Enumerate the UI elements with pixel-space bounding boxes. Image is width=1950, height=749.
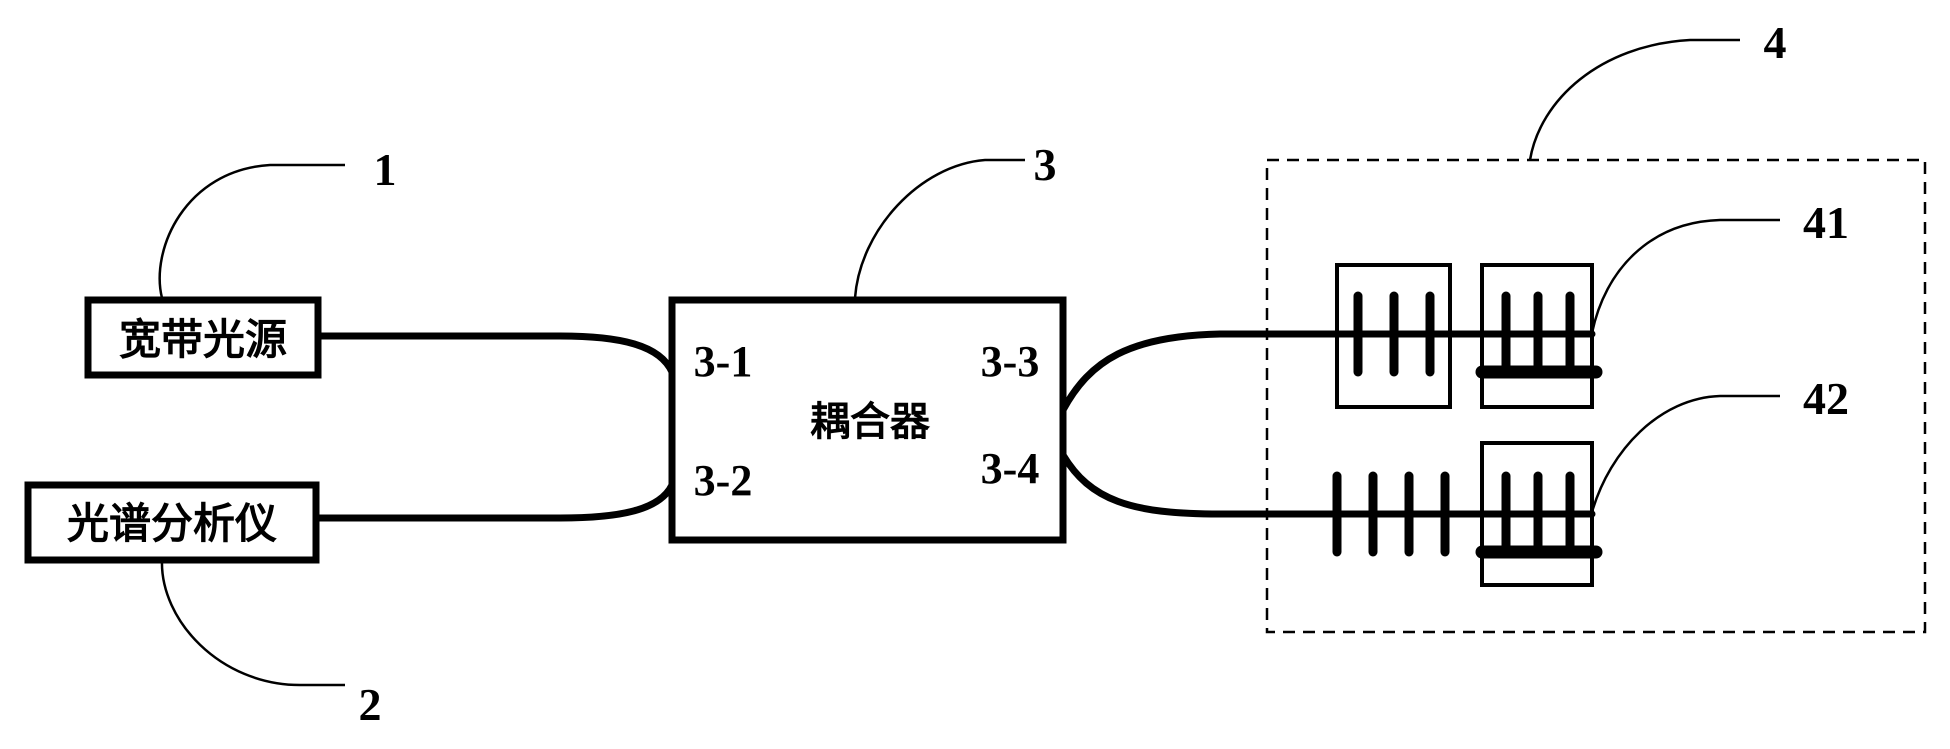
leader-line-41 bbox=[1592, 220, 1780, 333]
leader-line-2 bbox=[162, 560, 345, 685]
fiber-coupler-to-analyzer bbox=[316, 485, 672, 518]
ref-numeral-2: 2 bbox=[359, 679, 382, 730]
leader-line-3 bbox=[855, 160, 1025, 298]
spectrum-analyzer-box: 光谱分析仪 bbox=[28, 485, 316, 560]
coupler-box: 3-1 3-2 3-3 3-4 耦合器 bbox=[672, 300, 1063, 540]
leader-line-42 bbox=[1592, 396, 1780, 512]
ref-numeral-4: 4 bbox=[1764, 17, 1787, 68]
ref-numeral-1: 1 bbox=[374, 144, 397, 195]
spectrum-analyzer-label: 光谱分析仪 bbox=[67, 499, 277, 548]
leader-line-4 bbox=[1530, 40, 1740, 160]
broadband-source-box: 宽带光源 bbox=[88, 300, 318, 375]
broadband-source-label: 宽带光源 bbox=[119, 315, 287, 364]
grating-42-assembly bbox=[1270, 443, 1596, 585]
fiber-source-to-coupler bbox=[318, 336, 672, 372]
ref-numeral-41: 41 bbox=[1803, 197, 1849, 248]
coupler-port-3-3: 3-3 bbox=[981, 337, 1040, 386]
ref-numeral-42: 42 bbox=[1803, 373, 1849, 424]
coupler-port-3-1: 3-1 bbox=[694, 337, 753, 386]
coupler-port-3-2: 3-2 bbox=[694, 456, 753, 505]
coupler-port-3-4: 3-4 bbox=[981, 444, 1040, 493]
coupler-label: 耦合器 bbox=[810, 399, 931, 445]
grating-41-assembly bbox=[1335, 265, 1596, 407]
leader-line-1 bbox=[160, 165, 345, 298]
ref-numeral-3: 3 bbox=[1034, 139, 1057, 190]
